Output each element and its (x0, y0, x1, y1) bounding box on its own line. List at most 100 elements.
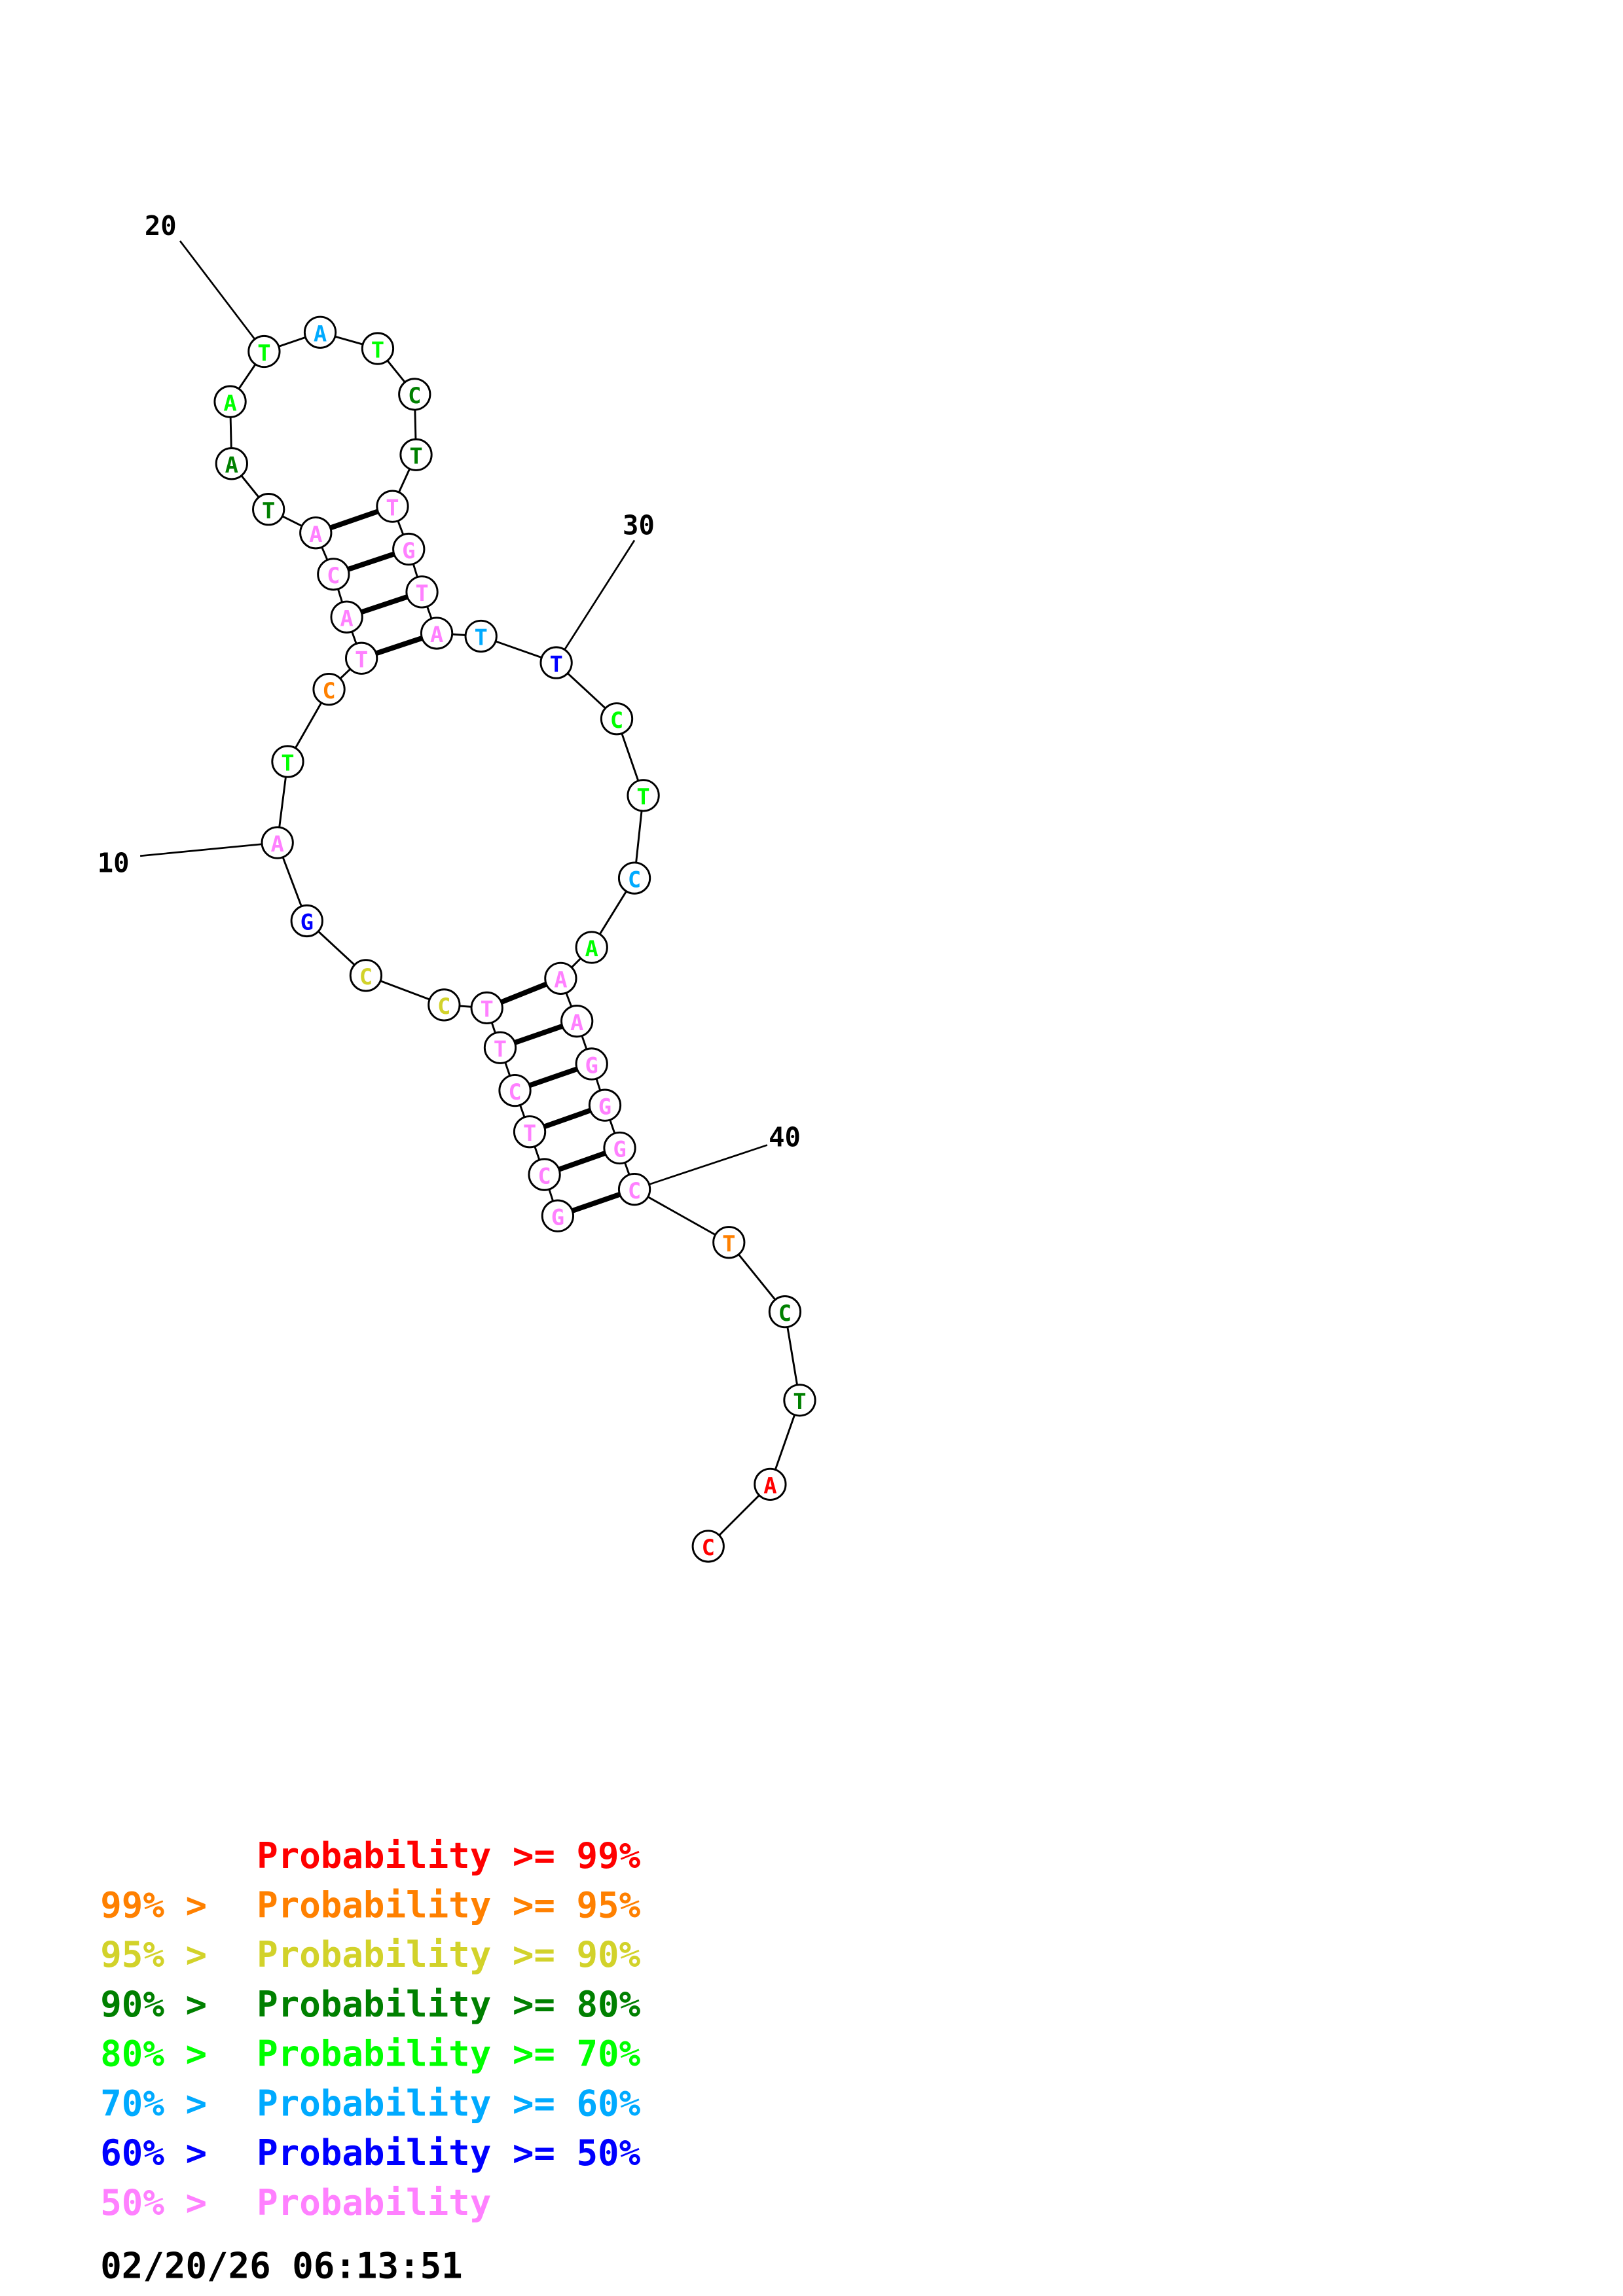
legend-prefix: 95% > (100, 1934, 228, 1975)
nucleotide: C (312, 672, 346, 706)
nucleotide: G (603, 1131, 636, 1165)
legend-prefix: 90% > (100, 1984, 228, 2025)
nucleotide-letter: A (225, 452, 238, 478)
position-label: 40 (769, 1122, 801, 1153)
position-label-line (179, 240, 265, 352)
nucleotide-circle (528, 1158, 561, 1191)
nucleotide: T (464, 619, 498, 653)
nucleotide-letter: T (409, 444, 422, 469)
nucleotide-letter: A (314, 321, 327, 346)
nucleotide-letter: T (481, 997, 494, 1022)
nucleotide-circle (691, 1530, 725, 1563)
position-label-line (139, 842, 278, 857)
nucleotide: C (317, 558, 350, 591)
nucleotide-circle (392, 532, 426, 566)
nucleotide: A (754, 1467, 787, 1501)
nucleotide-circle (215, 447, 248, 480)
nucleotide-letter: T (793, 1389, 806, 1414)
backbone-link (634, 1188, 730, 1244)
position-label-line (634, 1144, 768, 1191)
legend-prefix: 80% > (100, 2034, 228, 2075)
nucleotide: A (330, 600, 363, 634)
nucleotide-circle (247, 334, 281, 368)
nucleotide-letter: C (628, 867, 641, 892)
nucleotide: C (768, 1295, 802, 1329)
nucleotide-circle (617, 861, 651, 895)
nucleotide-circle (290, 904, 323, 938)
nucleotide-letter: C (610, 708, 623, 733)
nucleotide: G (588, 1088, 622, 1122)
nucleotide-letter: G (585, 1052, 598, 1078)
nucleotide-circle (483, 1031, 517, 1064)
legend-label: Probability >= 95% (257, 1884, 640, 1926)
nucleotide: G (290, 904, 323, 938)
nucleotide-circle (560, 1005, 594, 1038)
legend-label: Probability >= 90% (257, 1934, 640, 1975)
nucleotide-circle (464, 619, 498, 653)
nucleotide: A (215, 447, 248, 480)
legend-label: Probability >= 99% (257, 1835, 640, 1876)
legend-entry: 90% > Probability >= 80% (100, 1984, 640, 2025)
nucleotide-letter: T (386, 495, 399, 520)
legend-label: Probability >= 60% (257, 2083, 640, 2124)
nucleotide: C (528, 1158, 561, 1191)
nucleotide: C (600, 702, 634, 736)
nucleotide-circle (627, 779, 660, 812)
nucleotide-circle (330, 600, 363, 634)
nucleotide-circle (261, 826, 294, 859)
nucleotide: A (303, 315, 337, 349)
nucleotide: A (560, 1005, 594, 1038)
nucleotide: T (470, 991, 503, 1025)
nucleotide-circle (405, 575, 439, 609)
nucleotide-letter: C (437, 994, 450, 1019)
nucleotide-letter: G (613, 1137, 626, 1162)
legend-entry: Probability >= 99% (257, 1835, 640, 1876)
legend-entry: 80% > Probability >= 70% (100, 2034, 640, 2075)
nucleotide-letter: T (371, 337, 384, 363)
nucleotide-circle (420, 617, 454, 650)
nucleotide-circle (575, 931, 608, 964)
nucleotide-letter: T (281, 750, 294, 776)
nucleotide: A (544, 961, 577, 995)
nucleotide-letter: T (262, 498, 275, 524)
nucleotide: T (271, 745, 304, 778)
nucleotide: A (420, 617, 454, 650)
nucleotide-letter: T (722, 1231, 735, 1257)
legend-label: Probability >= 80% (257, 1984, 640, 2025)
timestamp: 02/20/26 06:13:51 (100, 2245, 462, 2286)
nucleotide: T (252, 493, 285, 526)
nucleotide: C (691, 1530, 725, 1563)
nucleotide-letter: A (309, 522, 322, 547)
nucleotide: T (376, 490, 409, 523)
nucleotide-circle (754, 1467, 787, 1501)
nucleotide-circle (712, 1226, 746, 1259)
position-label: 10 (98, 848, 130, 879)
nucleotide-circle (428, 988, 461, 1022)
nucleotide: A (261, 826, 294, 859)
nucleotide: T (783, 1384, 816, 1417)
legend-label: Probability >= 70% (257, 2034, 640, 2075)
legend-label: Probability >= 50% (257, 2132, 640, 2174)
legend-entry: 70% > Probability >= 60% (100, 2083, 640, 2124)
nucleotide-circle (398, 378, 431, 411)
nucleotide-circle (498, 1073, 532, 1107)
nucleotide: T (483, 1031, 517, 1064)
nucleotide: T (399, 438, 433, 471)
nucleotide-circle (345, 641, 378, 675)
nucleotide-circle (317, 558, 350, 591)
nucleotide-letter: C (408, 383, 421, 408)
nucleotide-letter: C (327, 563, 340, 588)
nucleotide-letter: C (508, 1079, 521, 1105)
legend-entry: 95% > Probability >= 90% (100, 1934, 640, 1975)
nucleotide-letter: T (355, 647, 368, 673)
nucleotide-circle (603, 1131, 636, 1165)
backbone (229, 331, 801, 1547)
nucleotide: G (575, 1047, 608, 1081)
nucleotide-circle (544, 961, 577, 995)
nucleotide: C (617, 1172, 651, 1206)
nucleotide: C (398, 378, 431, 411)
position-label: 30 (623, 509, 655, 541)
